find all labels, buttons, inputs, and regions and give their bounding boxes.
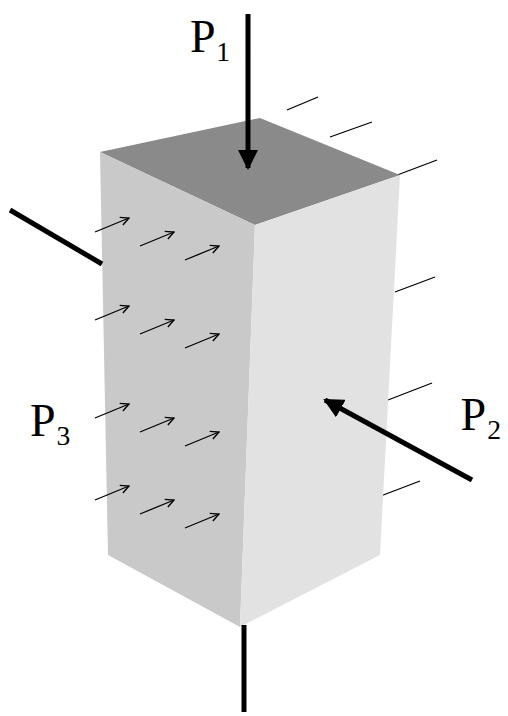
load-arrow	[246, 14, 251, 168]
pressure-arrow	[95, 218, 129, 232]
pressure-arrow	[140, 320, 174, 334]
pressure-arrow	[140, 500, 174, 514]
load-label: P₃	[30, 398, 72, 444]
load-arrow	[325, 400, 472, 480]
pressure-arrow	[185, 246, 219, 260]
pressure-arrow	[95, 404, 129, 418]
pressure-arrows	[95, 218, 219, 528]
pressure-arrow	[185, 432, 219, 446]
left-face	[100, 152, 255, 627]
pressure-arrow	[95, 306, 129, 320]
pressure-arrow	[185, 514, 219, 528]
axis-line	[242, 625, 247, 712]
axis-line	[10, 210, 102, 264]
pressure-arrow	[185, 334, 219, 348]
pressure-arrow	[140, 418, 174, 432]
pressure-arrow	[140, 232, 174, 246]
load-label: P₂	[460, 392, 502, 438]
right-face	[240, 175, 400, 627]
pressure-arrow	[95, 486, 129, 500]
load-label: P₁	[190, 14, 232, 60]
